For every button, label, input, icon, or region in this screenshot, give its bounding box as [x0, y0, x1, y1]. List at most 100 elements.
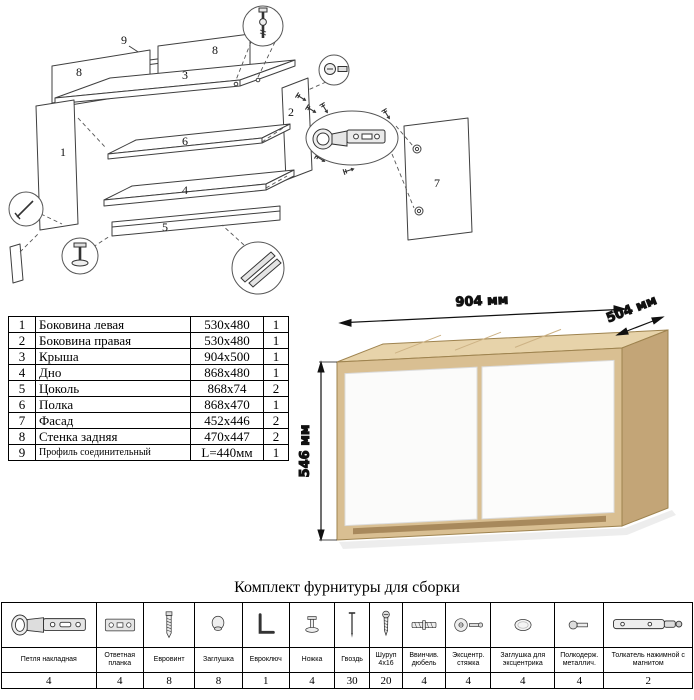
- nail-icon: [348, 612, 356, 638]
- hardware-icon-cell: [288, 602, 336, 648]
- hardware-label: Шуруп 4x16: [369, 647, 403, 673]
- hardware-label: Эксцентр. стяжка: [445, 647, 492, 673]
- hardware-label: Ввинчив. дюбель: [401, 647, 447, 673]
- part-size-cell: 530x480: [190, 332, 264, 349]
- part-profile-strip: [9, 243, 24, 284]
- part-5-plinth: [111, 205, 281, 237]
- cabinet-right-face: [621, 329, 669, 527]
- hardware-qty: 4: [1, 672, 97, 689]
- cabinet-shadow: [339, 510, 676, 549]
- parts-table: 1 Боковина левая 530x480 1 2 Боковина пр…: [8, 316, 289, 461]
- part-2-right-side-panel: [281, 77, 313, 181]
- hardware-qty: 2: [603, 672, 693, 689]
- hardware-label: Ножка: [288, 647, 336, 673]
- hardware-icon-cell: [401, 602, 447, 648]
- cabinet-dimensions: 546 мм 904 мм 504 мм: [298, 292, 665, 542]
- part-size-cell: 868x480: [190, 364, 264, 381]
- part-number-labels: 9 8 8 3 1 2 6 4 5 7: [60, 33, 440, 234]
- part-name-cell: Профиль соединительный: [35, 444, 191, 461]
- part-number-cell: 5: [8, 380, 36, 397]
- part-qty-cell: 2: [263, 380, 289, 397]
- push-latch-icon: [613, 619, 683, 630]
- cap-icon: [212, 615, 225, 631]
- part-size-cell: 904x500: [190, 348, 264, 365]
- part-3-top-panel: [54, 59, 296, 105]
- part-qty-cell: 1: [263, 348, 289, 365]
- hex-key-icon: [258, 613, 275, 634]
- euro-screw-icon: [165, 611, 173, 639]
- hardware-label: Заглушка для эксцентрика: [490, 647, 556, 673]
- hardware-table: Петля накладная Ответная планка Евровинт…: [1, 602, 693, 689]
- hardware-icon-cell: [603, 602, 693, 648]
- foot-icon: [305, 616, 319, 633]
- hardware-qty: 4: [445, 672, 492, 689]
- parts-table-row: 9 Профиль соединительный L=440мм 1: [8, 444, 289, 461]
- parts-table-row: 1 Боковина левая 530x480 1: [8, 316, 289, 333]
- parts-table-row: 8 Стенка задняя 470x447 2: [8, 428, 289, 445]
- part-qty-cell: 2: [263, 412, 289, 429]
- part-label-2: 2: [288, 105, 294, 119]
- part-number-cell: 8: [8, 428, 36, 445]
- cabinet-front-details: [344, 359, 615, 535]
- part-name-cell: Стенка задняя: [35, 428, 191, 445]
- hardware-label: Толкатель нажимной с магнитом: [603, 647, 693, 673]
- hardware-qty: 20: [369, 672, 403, 689]
- callout-profiles-icon: [231, 241, 285, 295]
- part-qty-cell: 2: [263, 428, 289, 445]
- callout-cam-lock-icon: [318, 54, 350, 86]
- strike-plate-icon: [104, 618, 135, 632]
- hardware-qty: 4: [554, 672, 605, 689]
- parts-table-row: 6 Полка 868x470 1: [8, 396, 289, 413]
- hardware-qty: 4: [490, 672, 556, 689]
- wood-grain-lines: [394, 328, 562, 354]
- part-7-door-panel: [403, 117, 473, 241]
- hardware-qty: 8: [142, 672, 196, 689]
- part-label-7: 7: [434, 176, 440, 190]
- part-name-cell: Дно: [35, 364, 191, 381]
- hardware-icon-cell: [369, 602, 403, 648]
- dimension-width-label: 904 мм: [455, 293, 509, 311]
- part-size-cell: 452x446: [190, 412, 264, 429]
- hardware-icon-cell: [490, 602, 556, 648]
- screw-icon: [382, 610, 390, 637]
- hardware-qty: 4: [95, 672, 144, 689]
- part-name-cell: Крыша: [35, 348, 191, 365]
- part-6-shelf: [107, 123, 291, 160]
- hardware-qty: 4: [288, 672, 336, 689]
- shelf-support-icon: [569, 620, 589, 630]
- callout-foot-icon: [61, 237, 99, 275]
- part-label-6: 6: [182, 134, 188, 148]
- hardware-icons-row: [1, 602, 693, 648]
- hardware-label: Гвоздь: [334, 647, 371, 673]
- threaded-dowel-icon: [411, 620, 437, 630]
- part-name-cell: Цоколь: [35, 380, 191, 397]
- hardware-kit-title: Комплект фурнитуры для сборки: [234, 579, 460, 596]
- hinge-icon: [11, 614, 86, 636]
- part-1-left-side-panel: [35, 99, 79, 231]
- exploded-view-diagram: 9 8 8 3 1 2 6 4 5 7: [8, 5, 473, 295]
- part-name-cell: Фасад: [35, 412, 191, 429]
- parts-table-row: 5 Цоколь 868x74 2: [8, 380, 289, 397]
- parts-table-row: 3 Крыша 904x500 1: [8, 348, 289, 365]
- part-name-cell: Полка: [35, 396, 191, 413]
- part-label-1: 1: [60, 145, 66, 159]
- cabinet-plinth-recess: [353, 515, 606, 535]
- cam-cap-icon: [514, 619, 532, 631]
- part-size-cell: 530x480: [190, 316, 264, 333]
- part-label-8b: 8: [212, 43, 218, 57]
- part-qty-cell: 1: [263, 316, 289, 333]
- leader-lines: [19, 41, 415, 253]
- part-4-bottom-panel: [103, 169, 295, 207]
- callout-bolt-icon: [242, 5, 284, 47]
- cabinet-right-door: [481, 359, 615, 520]
- parts-table-row: 4 Дно 868x480 1: [8, 364, 289, 381]
- part-size-cell: 868x470: [190, 396, 264, 413]
- part-qty-cell: 1: [263, 364, 289, 381]
- part-number-cell: 6: [8, 396, 36, 413]
- hardware-label: Петля накладная: [1, 647, 97, 673]
- part-label-8a: 8: [76, 65, 82, 79]
- hardware-icon-cell: [554, 602, 605, 648]
- part-number-cell: 7: [8, 412, 36, 429]
- callout-hinge-icon: [305, 110, 399, 166]
- hardware-icon-cell: [1, 602, 97, 648]
